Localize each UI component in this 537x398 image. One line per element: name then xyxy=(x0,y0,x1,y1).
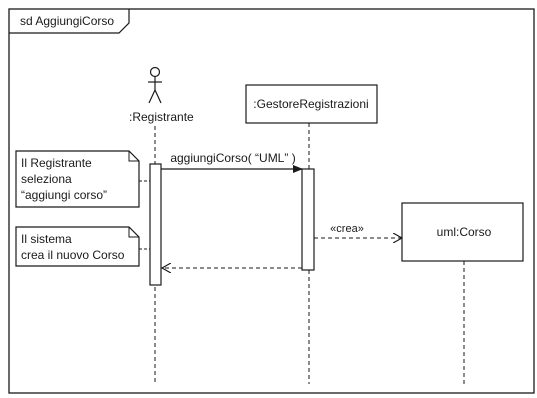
call-message-label: aggiungiCorso( “UML” ) xyxy=(170,151,295,165)
gestore-box xyxy=(245,84,378,124)
note-1-fold xyxy=(128,151,139,162)
create-message-label: «crea» xyxy=(330,223,364,235)
gestore-activation xyxy=(301,168,315,271)
gestore-label: :GestoreRegistrazioni xyxy=(253,97,368,111)
corso-box xyxy=(401,202,524,262)
registrante-label: :Registrante xyxy=(129,110,194,124)
diagram-frame xyxy=(8,8,535,394)
note-1-line-1: Il Registrante xyxy=(21,156,92,170)
note-2-fold xyxy=(128,227,139,238)
note-1-line-3: “aggiungi corso” xyxy=(21,188,107,202)
note-2-line-2: crea il nuovo Corso xyxy=(21,248,125,262)
frame-title-tab xyxy=(9,9,130,34)
frame-title: sd AggiungiCorso xyxy=(20,14,114,28)
note-2-line-1: Il sistema xyxy=(21,232,72,246)
corso-label: uml:Corso xyxy=(437,225,492,239)
actor-icon xyxy=(148,66,162,104)
registrante-activation xyxy=(149,163,162,286)
note-2-shape xyxy=(15,226,140,267)
note-1-line-2: seleziona xyxy=(21,172,72,186)
note-1-shape xyxy=(15,150,140,208)
